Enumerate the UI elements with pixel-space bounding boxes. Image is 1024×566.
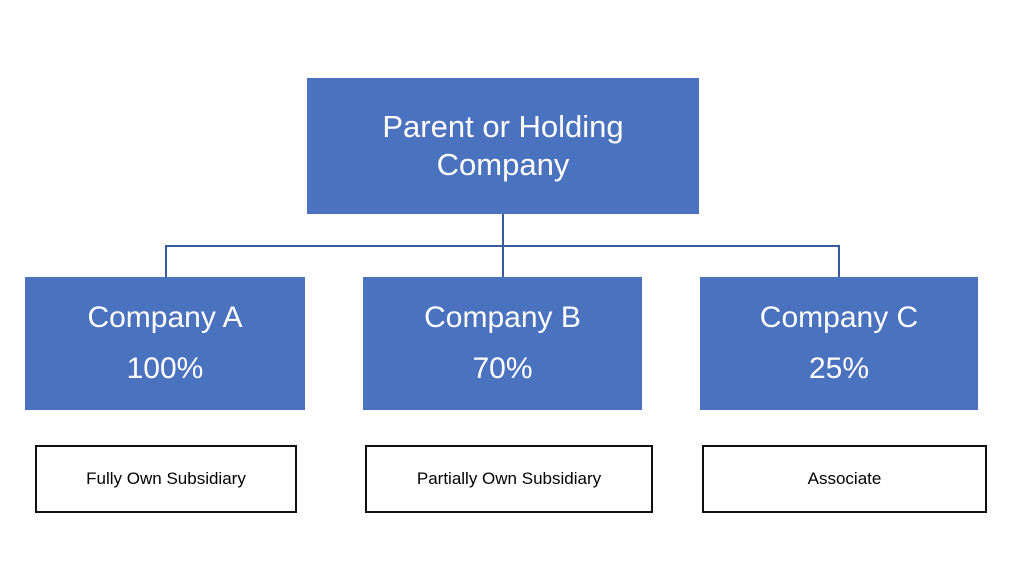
node-company-b-ownership: 70% <box>472 351 533 385</box>
node-company-c[interactable]: Company C 25% <box>700 277 978 410</box>
node-parent-label-line-1: Parent or Holding <box>382 109 624 145</box>
caption-company-b: Partially Own Subsidiary <box>365 445 653 513</box>
caption-company-c: Associate <box>702 445 987 513</box>
node-company-a-name: Company A <box>87 300 243 334</box>
node-company-c-ownership: 25% <box>808 351 870 385</box>
node-parent-holding-company[interactable]: Parent or Holding Company <box>307 78 699 214</box>
node-company-c-name: Company C <box>759 300 919 334</box>
caption-company-a: Fully Own Subsidiary <box>35 445 297 513</box>
node-company-b[interactable]: Company B 70% <box>363 277 642 410</box>
node-company-b-name: Company B <box>424 300 581 334</box>
node-company-a[interactable]: Company A 100% <box>25 277 305 410</box>
node-company-a-ownership: 100% <box>126 351 204 385</box>
node-parent-label-line-2: Company <box>436 147 570 182</box>
